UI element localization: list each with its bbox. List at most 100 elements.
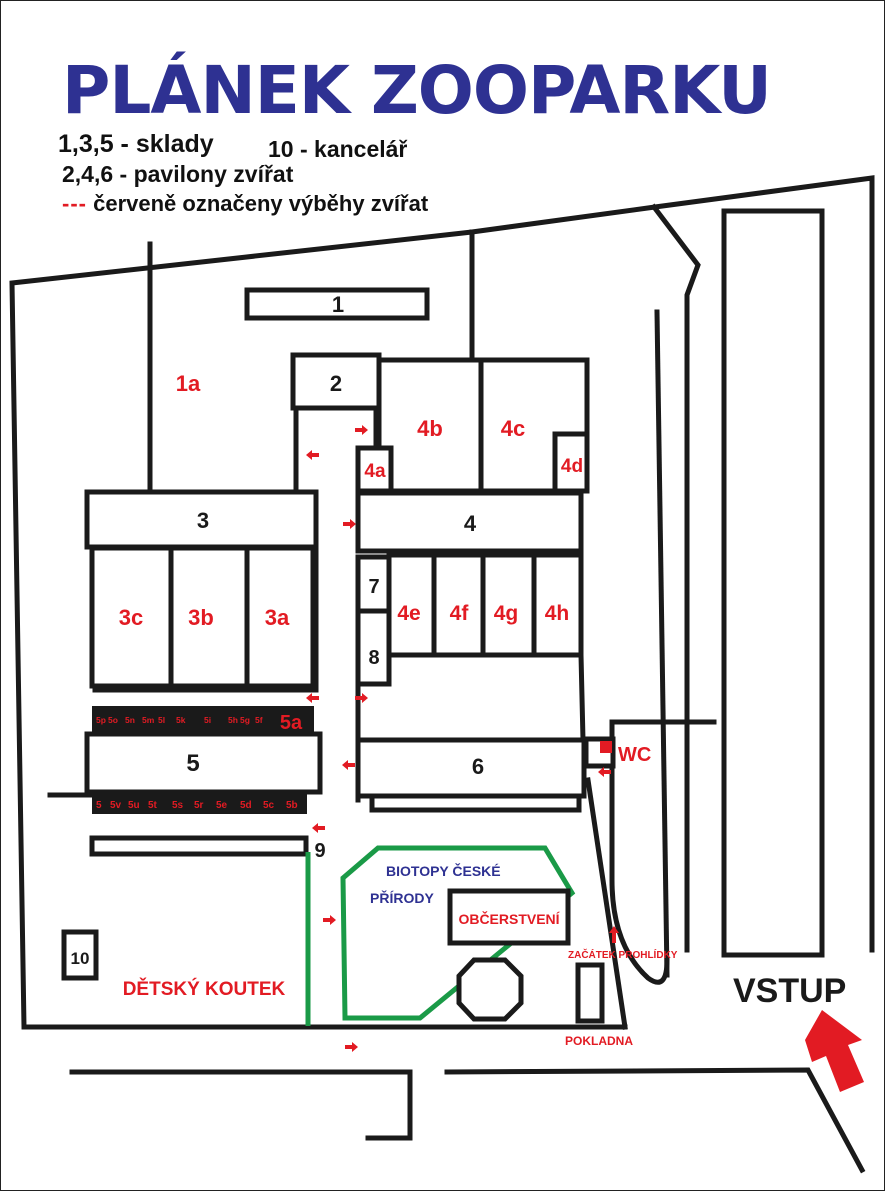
- label-enclosure-5h: 5h: [228, 715, 238, 725]
- label-enclosure-5d: 5d: [240, 800, 252, 811]
- label-building-3: 3: [197, 508, 209, 533]
- access-paths: [575, 309, 717, 1030]
- label-building-10: 10: [71, 949, 90, 968]
- label-enclosure-4d: 4d: [561, 456, 583, 477]
- label-enclosure-3b: 3b: [188, 605, 214, 630]
- label-enclosure-5r: 5r: [194, 800, 204, 811]
- route-arrow-icon: [345, 1042, 358, 1052]
- path-wall-a: [654, 309, 670, 978]
- label-enclosure-5m: 5m: [142, 715, 155, 725]
- label-enclosure-5l: 5l: [158, 715, 165, 725]
- route-arrow-icon: [312, 823, 325, 833]
- label-enclosure-5i: 5i: [204, 715, 211, 725]
- label-enclosure-4h: 4h: [545, 602, 570, 625]
- label-enclosure-3a: 3a: [265, 605, 290, 630]
- south-road-west: [69, 1069, 413, 1141]
- label-enclosure-5g: 5g: [240, 715, 250, 725]
- label-enclosure-5v: 5v: [110, 800, 122, 811]
- label-enclosure-5s: 5s: [172, 800, 184, 811]
- building-10: [61, 929, 99, 981]
- gate-right-wall: [650, 203, 701, 953]
- label-obcerstveni: OBČERSTVENÍ: [458, 910, 560, 927]
- building-6-annex: [369, 793, 582, 813]
- labels: 1 2 3 4 5 6 7 8 9 10 1a 3c 3b 3a 4a 4b 4…: [71, 292, 847, 1048]
- legend-pavilions: 2,4,6 - pavilony zvířat: [62, 161, 294, 187]
- biotopy-area: [340, 845, 576, 1021]
- perimeter-walls: [9, 175, 875, 1174]
- label-enclosure-4c: 4c: [501, 416, 525, 441]
- label-biotopy-2: PŘÍRODY: [370, 889, 434, 906]
- building-2: [290, 352, 382, 411]
- route-arrow-icon: [355, 693, 368, 703]
- label-enclosure-5e: 5e: [216, 800, 228, 811]
- route-arrows: [306, 425, 619, 1052]
- octagon-structure: [456, 957, 524, 1022]
- outer-wall: [9, 175, 875, 1030]
- building-8: [355, 608, 392, 687]
- label-enclosure-5u: 5u: [128, 800, 140, 811]
- pokladna-booth: [575, 962, 605, 1024]
- route-arrow-icon: [343, 519, 356, 529]
- label-biotopy-1: BIOTOPY ČESKÉ: [386, 862, 501, 879]
- legend-warehouses: 1,3,5 - sklady: [58, 130, 214, 158]
- label-enclosure-5z: 5: [96, 800, 102, 811]
- label-enclosure-5p: 5p: [96, 715, 106, 725]
- enclosure-3a: [244, 545, 316, 689]
- legend-office-text: 10 - kancelář: [268, 136, 408, 162]
- enclosure-4e: [386, 552, 437, 658]
- enclosure-strip-5-south: [92, 793, 307, 814]
- building-1: [244, 287, 430, 321]
- label-enclosure-5k: 5k: [176, 715, 186, 725]
- label-enclosure-4b: 4b: [417, 416, 443, 441]
- corridor-4: [578, 652, 586, 743]
- entrance-strip: [721, 208, 825, 958]
- label-building-2: 2: [330, 371, 342, 396]
- label-building-9: 9: [314, 840, 325, 862]
- route-arrow-icon: [323, 915, 336, 925]
- route-arrow-icon: [609, 926, 619, 943]
- label-building-6: 6: [472, 754, 484, 779]
- route-arrow-icon: [598, 767, 611, 777]
- label-enclosure-5b: 5b: [286, 800, 298, 811]
- obcerstveni-building: [447, 888, 571, 946]
- legend-enclosures: červeně označeny výběhy zvířat: [93, 191, 429, 216]
- building-3: [84, 489, 319, 550]
- label-enclosure-5t: 5t: [148, 800, 158, 811]
- label-building-8: 8: [368, 647, 379, 669]
- label-wc: WC: [618, 744, 651, 766]
- label-enclosure-5c: 5c: [263, 800, 275, 811]
- label-pokladna: POKLADNA: [565, 1034, 633, 1048]
- legend-line-1: 1,3,5 - sklady: [58, 130, 214, 159]
- route-arrow-icon: [355, 425, 368, 435]
- label-building-1: 1: [332, 292, 344, 317]
- label-zacatek-prohlidky: ZAČÁTEK PROHLÍDKY: [568, 948, 678, 961]
- path-curve: [609, 719, 670, 985]
- enclosure-4d: [552, 431, 590, 494]
- wc-marker: [600, 741, 612, 753]
- enclosure-4f: [431, 552, 486, 658]
- label-enclosure-1a: 1a: [176, 371, 201, 396]
- building-4: [355, 490, 584, 554]
- route-arrow-icon: [306, 450, 319, 460]
- building-9: [89, 835, 309, 857]
- label-enclosure-5n: 5n: [125, 715, 135, 725]
- label-enclosure-5o: 5o: [108, 715, 118, 725]
- enclosure-strip-5-north: [92, 706, 314, 732]
- label-building-7: 7: [368, 576, 379, 598]
- enclosure-3c: [89, 545, 174, 689]
- route-arrow-icon: [342, 760, 355, 770]
- enclosure-4b: [376, 357, 484, 494]
- map-title: PLÁNEK ZOOPARKU: [62, 52, 772, 129]
- label-building-4: 4: [464, 511, 477, 536]
- enclosure-4g: [480, 552, 537, 658]
- label-enclosure-5f: 5f: [255, 715, 263, 725]
- label-enclosure-3c: 3c: [119, 605, 143, 630]
- label-enclosure-4a: 4a: [364, 461, 386, 482]
- legend-red-dash: ---: [62, 191, 87, 216]
- label-enclosure-5a: 5a: [280, 712, 303, 734]
- legend-line-2: 2,4,6 - pavilony zvířat: [62, 161, 293, 188]
- label-detsky-koutek: DĚTSKÝ KOUTEK: [123, 978, 286, 1000]
- enclosure-4h: [531, 552, 584, 658]
